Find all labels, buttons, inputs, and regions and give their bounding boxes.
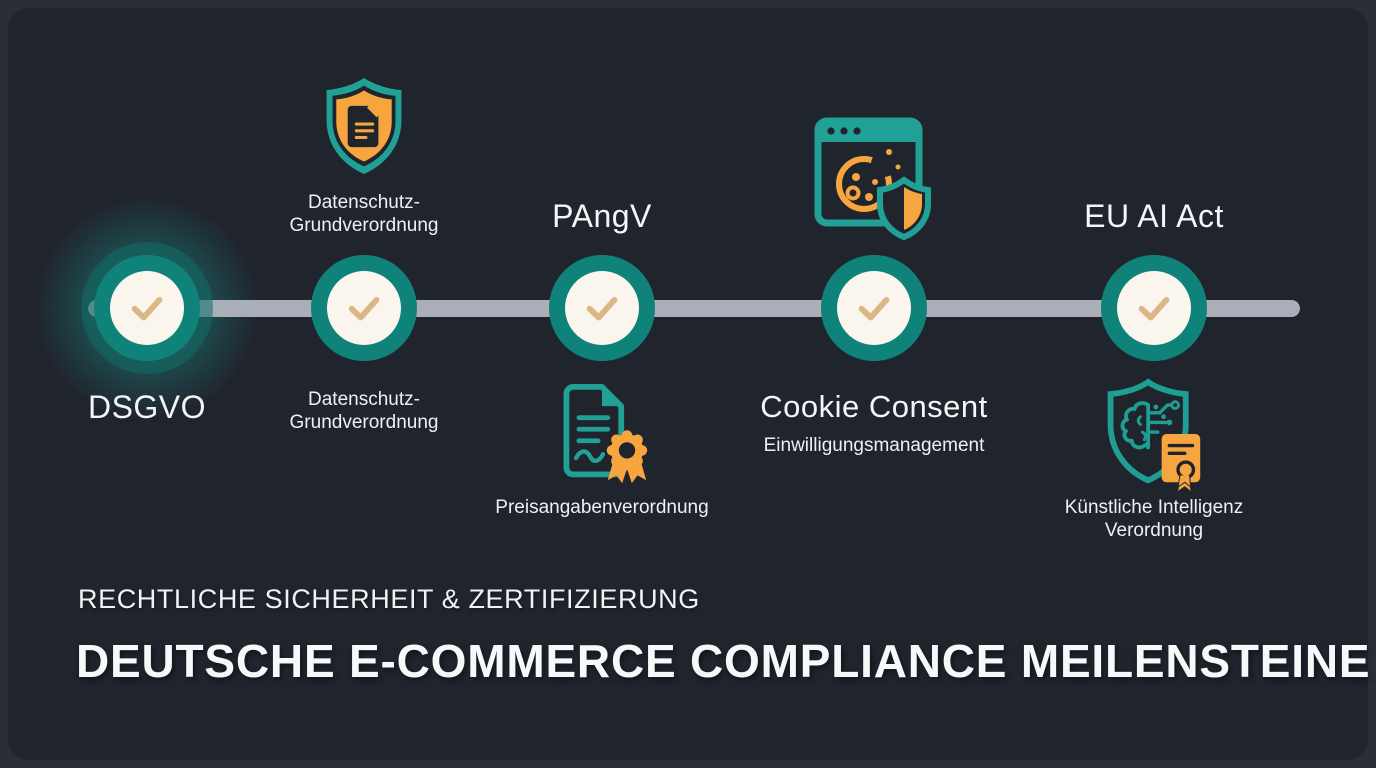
milestone-label-eu-ai-act: Künstliche Intelligenz Verordnung bbox=[1064, 497, 1244, 541]
milestone-label-below-datenschutz: Datenschutz- Grundverordnung bbox=[289, 389, 439, 433]
milestone-subtitle-cookie: Einwilligungsmanagement bbox=[763, 435, 985, 456]
shield-document-icon bbox=[326, 78, 402, 174]
award-ribbon bbox=[606, 430, 648, 484]
footer-title: DEUTSCHE E-COMMERCE COMPLIANCE MEILENSTE… bbox=[76, 635, 1371, 687]
milestone-node-eu-ai-act bbox=[1101, 255, 1207, 361]
consent-shield bbox=[877, 176, 931, 241]
ai-certificate bbox=[1161, 434, 1201, 491]
checkmark-icon bbox=[1138, 297, 1170, 321]
milestone-node-pangv bbox=[549, 255, 655, 361]
milestone-node-dsgvo bbox=[94, 255, 200, 361]
milestone-title-pangv: PAngV bbox=[552, 198, 652, 234]
check-circle bbox=[1117, 271, 1191, 345]
footer-eyebrow: RECHTLICHE SICHERHEIT & ZERTIFIZIERUNG bbox=[78, 584, 700, 614]
checkmark-icon bbox=[131, 297, 163, 321]
milestone-title-dsgvo: DSGVO bbox=[87, 389, 207, 425]
milestone-node-datenschutz bbox=[311, 255, 417, 361]
milestone-node-cookie bbox=[821, 255, 927, 361]
check-circle bbox=[565, 271, 639, 345]
milestone-title-cookie: Cookie Consent bbox=[760, 389, 988, 424]
milestone-title-eu-ai-act: EU AI Act bbox=[1084, 198, 1224, 234]
checkmark-icon bbox=[858, 297, 890, 321]
milestone-label-pangv: Preisangabenverordnung bbox=[495, 497, 709, 518]
checkmark-icon bbox=[348, 297, 380, 321]
check-circle bbox=[327, 271, 401, 345]
checkmark-icon bbox=[586, 297, 618, 321]
cookie-browser-shield-icon bbox=[814, 117, 931, 241]
check-circle bbox=[110, 271, 184, 345]
certificate-document-icon bbox=[563, 384, 648, 484]
ai-brain-shield-icon bbox=[1107, 378, 1201, 491]
check-circle bbox=[837, 271, 911, 345]
milestone-label-above-datenschutz: Datenschutz- Grundverordnung bbox=[289, 192, 439, 236]
